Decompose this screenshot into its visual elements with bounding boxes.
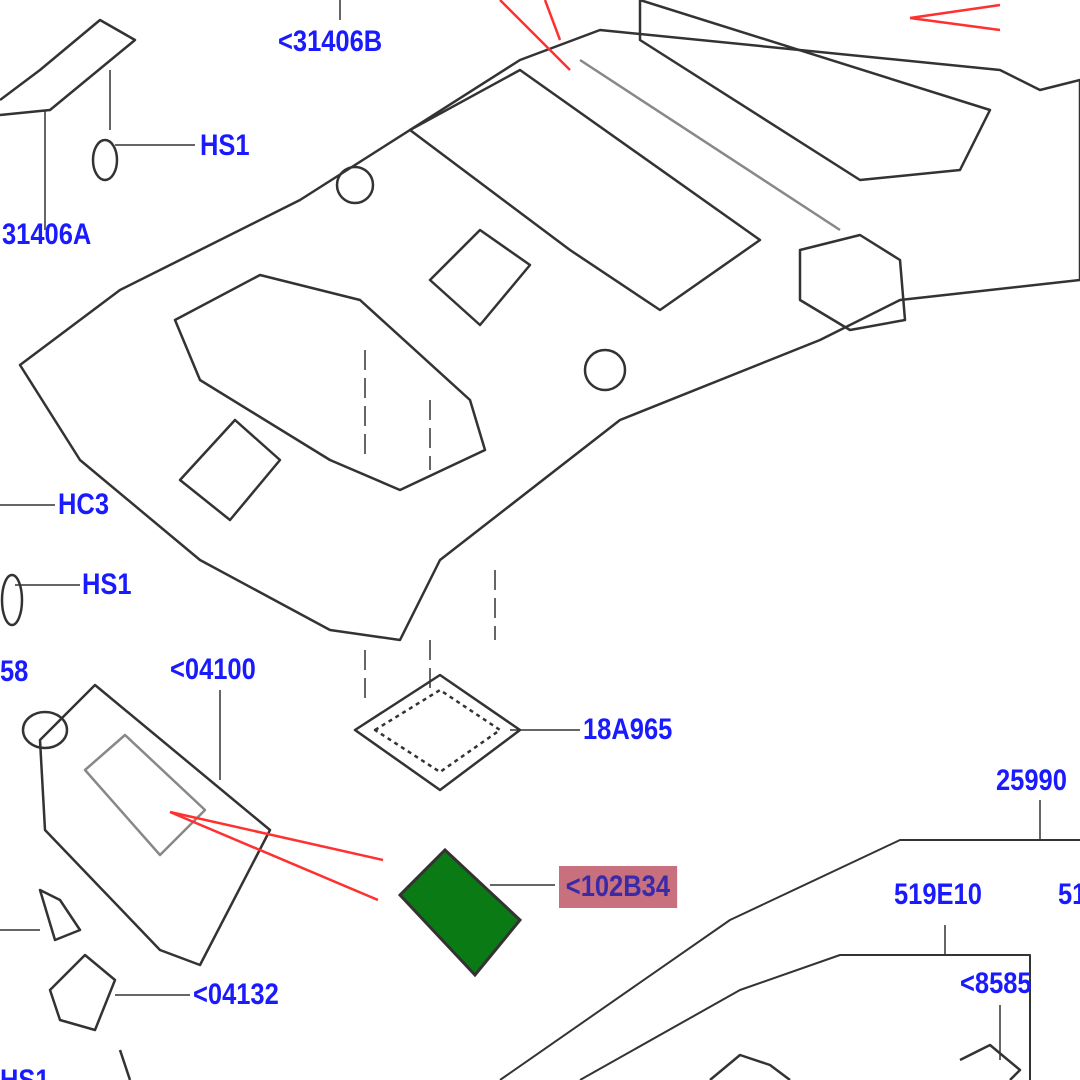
label-04100[interactable]: <04100 bbox=[170, 653, 256, 686]
label-31406a[interactable]: 31406A bbox=[2, 218, 92, 251]
label-58[interactable]: 58 bbox=[0, 655, 29, 688]
label-519e10[interactable]: 519E10 bbox=[894, 878, 982, 911]
headliner-part bbox=[18, 28, 1080, 642]
sun-visor-part bbox=[38, 683, 272, 967]
visor-clip-part bbox=[48, 953, 117, 1032]
label-25990[interactable]: 25990 bbox=[996, 764, 1067, 797]
label-51[interactable]: 51 bbox=[1058, 878, 1080, 911]
label-hs1-bottom[interactable]: HS1 bbox=[0, 1066, 50, 1080]
label-hs1-top[interactable]: HS1 bbox=[200, 129, 250, 162]
label-18a965[interactable]: 18A965 bbox=[583, 713, 673, 746]
label-hc3[interactable]: HC3 bbox=[58, 488, 110, 521]
label-31406b[interactable]: <31406B bbox=[278, 25, 383, 58]
vanity-mirror-part-selected bbox=[397, 847, 523, 978]
label-hs1-mid[interactable]: HS1 bbox=[82, 568, 132, 601]
label-04132[interactable]: <04132 bbox=[193, 978, 279, 1011]
label-8585[interactable]: <8585 bbox=[960, 967, 1032, 1000]
label-102b34-highlighted[interactable]: <102B34 bbox=[559, 866, 677, 908]
